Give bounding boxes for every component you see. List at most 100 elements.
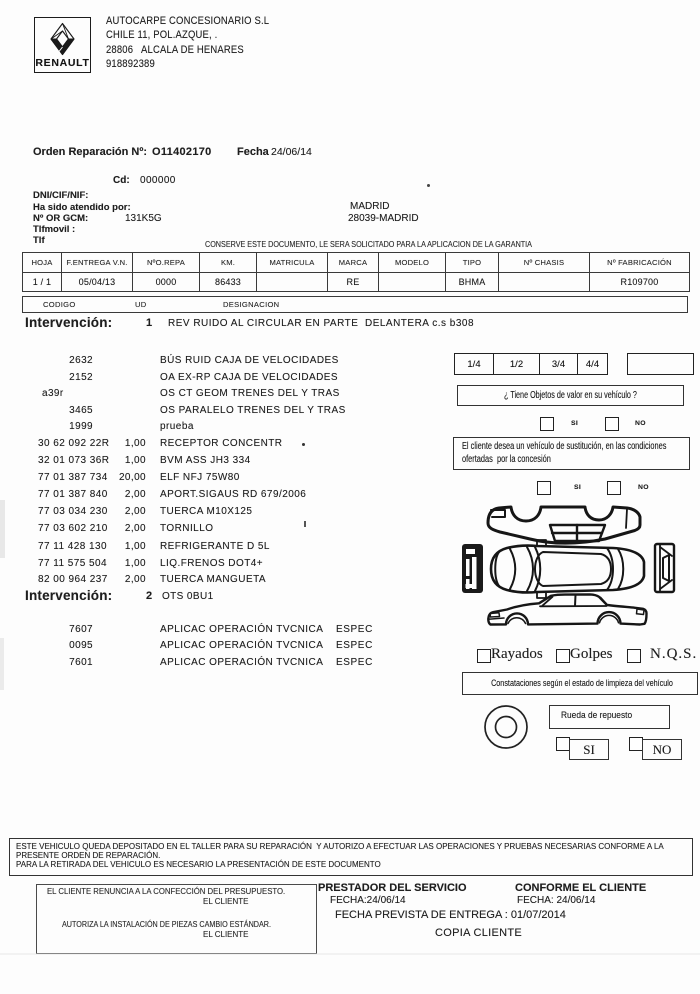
vehicle-table-header-row: HOJA F.ENTREGA V.N. NºO.REPA KM. MATRICU… [23,253,689,273]
col-header-fentrega: F.ENTREGA V.N. [61,253,132,272]
scan-line [0,953,700,955]
col-header-hoja: HOJA [31,257,53,267]
value-matricula [256,272,327,291]
substitution-yes-checkbox[interactable] [537,481,551,495]
valuables-yes-label: SI [571,420,579,427]
line-code: 7601 [69,656,93,668]
intervention1-label: Intervención: [25,315,113,330]
line-code: 1999 [69,421,93,432]
client-sig1: EL CLIENTE [203,897,249,906]
line-desc: ELF NFJ 75W80 [160,472,240,483]
line-code: 32 01 073 36R [38,454,110,466]
renault-logo-box: RENAULT [34,17,91,73]
intervention1-number: 1 [146,317,153,329]
substitution-no-checkbox[interactable] [607,481,621,495]
fuel-extra-box[interactable] [627,353,694,375]
line-extra: ESPEC [336,640,373,651]
valuables-question-box: ¿ Tiene Objetos de valor en su vehículo … [457,385,684,406]
nqs-checkbox[interactable] [627,649,641,663]
intervention2-title: OTS 0BU1 [162,591,214,602]
scan-dot [302,443,305,446]
spare-yes-box: SI [569,739,609,760]
col-header-fabricacion: Nº FABRICACIÓN [589,253,689,272]
value-hoja: 1 / 1 [32,276,52,287]
line-code: 82 00 964 237 [38,574,108,585]
customer-title: CONFORME EL CLIENTE [515,882,647,894]
dealer-address1: CHILE 11, POL.AZQUE, . [106,29,218,42]
intervention2-label: Intervención: [25,588,113,603]
condition-note-text: Constataciones según el estado de limpie… [491,678,673,689]
line-qty: 1,00 [124,454,146,466]
valuables-question-text: ¿ Tiene Objetos de valor en su vehículo … [504,390,637,401]
line-desc: OS CT GEOM TRENES DEL Y TRAS [160,388,340,399]
line-qty: 2,00 [124,522,146,534]
substitution-no-label: NO [638,484,649,491]
line-code: 77 03 602 210 [38,522,108,534]
value-fentrega: 05/04/13 [61,272,132,291]
or-gcm-value: 131K5G [125,213,162,224]
line-code: 77 11 428 130 [38,540,108,552]
substitution-line2: ofertadas por la concesión [462,454,551,465]
line-qty: 2,00 [124,506,146,517]
city-line2: 28039-MADRID [348,213,419,224]
dni-label: DNI/CIF/NIF: [33,190,89,201]
line-desc: REFRIGERANTE D 5L [160,540,270,552]
spare-yes-checkbox[interactable] [556,737,570,751]
fuel-level-option[interactable]: 4/4 [577,354,607,374]
line-desc: APORT.SIGAUS RD 679/2006 [160,489,307,500]
client-clauses-box: EL CLIENTE RENUNCIA A LA CONFECCIÓN DEL … [36,884,317,954]
attended-label: Ha sido atendido por: [33,202,131,213]
rayados-label: Rayados [491,646,543,662]
dealer-address2: 28806 ALCALA DE HENARES [106,43,244,56]
line-extra: ESPEC [336,623,373,635]
line-desc: APLICAC OPERACIÓN TVCNICA [160,656,324,668]
or-gcm-label: Nº OR GCM: [33,213,89,224]
scan-smudge [0,500,5,558]
fuel-level-option[interactable]: 1/4 [467,358,481,370]
copy-label: COPIA CLIENTE [435,927,523,939]
line-desc: OS PARALELO TRENES DEL Y TRAS [160,404,346,416]
valuables-yes-checkbox[interactable] [540,417,554,431]
spare-no-label: NO [652,742,672,757]
cd-value: 000000 [140,175,176,186]
delivery-date-line: FECHA PREVISTA DE ENTREGA : 01/07/2014 [335,909,566,921]
vehicle-table-value-row: 1 / 1 05/04/13 0000 86433 RE BHMA R10970… [23,272,689,291]
terms-line2: PRESENTE ORDEN DE REPARACIÓN. [16,851,161,860]
car-damage-diagram [462,505,676,626]
tlf-label: Tlf [33,235,45,246]
line-desc: RECEPTOR CONCENTR [160,438,283,449]
line-code: 3465 [69,404,93,416]
line-code: 0095 [69,640,93,651]
substitution-yes-label: SI [574,484,582,491]
line-qty: 1,00 [124,438,146,449]
nqs-label: N.Q.S. [650,646,698,662]
codigo-strip: CODIGO UD DESIGNACION [22,296,688,313]
line-desc: OA EX-RP CAJA DE VELOCIDADES [160,371,339,383]
line-qty: 20,00 [118,472,146,483]
golpes-checkbox[interactable] [556,649,570,663]
value-tipo: BHMA [445,272,498,291]
line-desc: APLICAC OPERACIÓN TVCNICA [160,623,324,635]
dealer-phone: 918892389 [106,58,155,71]
fuel-level-option[interactable]: 3/4 [539,354,577,374]
dealer-name: AUTOCARPE CONCESIONARIO S.L [106,15,270,27]
valuables-no-label: NO [635,420,646,427]
fuel-level-option[interactable]: 1/2 [493,354,539,374]
renault-logo-text: RENAULT [35,57,90,69]
rayados-checkbox[interactable] [477,649,491,663]
line-desc: prueba [160,421,194,432]
condition-note-box: Constataciones según el estado de limpie… [462,672,698,695]
spare-no-checkbox[interactable] [629,737,643,751]
renault-diamond-icon [50,22,75,56]
value-marca: RE [327,272,378,291]
col-header-chasis: Nº CHASIS [498,253,589,272]
spare-wheel-label: Rueda de repuesto [561,710,633,721]
golpes-label: Golpes [570,646,613,662]
spare-yes-label: SI [583,742,595,757]
vehicle-table: HOJA F.ENTREGA V.N. NºO.REPA KM. MATRICU… [22,252,690,292]
order-date-value: 24/06/14 [271,146,312,158]
col-header-norepa: NºO.REPA [132,253,199,272]
valuables-no-checkbox[interactable] [605,417,619,431]
fuel-gauge-table: 1/4 1/2 3/4 4/4 [454,353,608,375]
